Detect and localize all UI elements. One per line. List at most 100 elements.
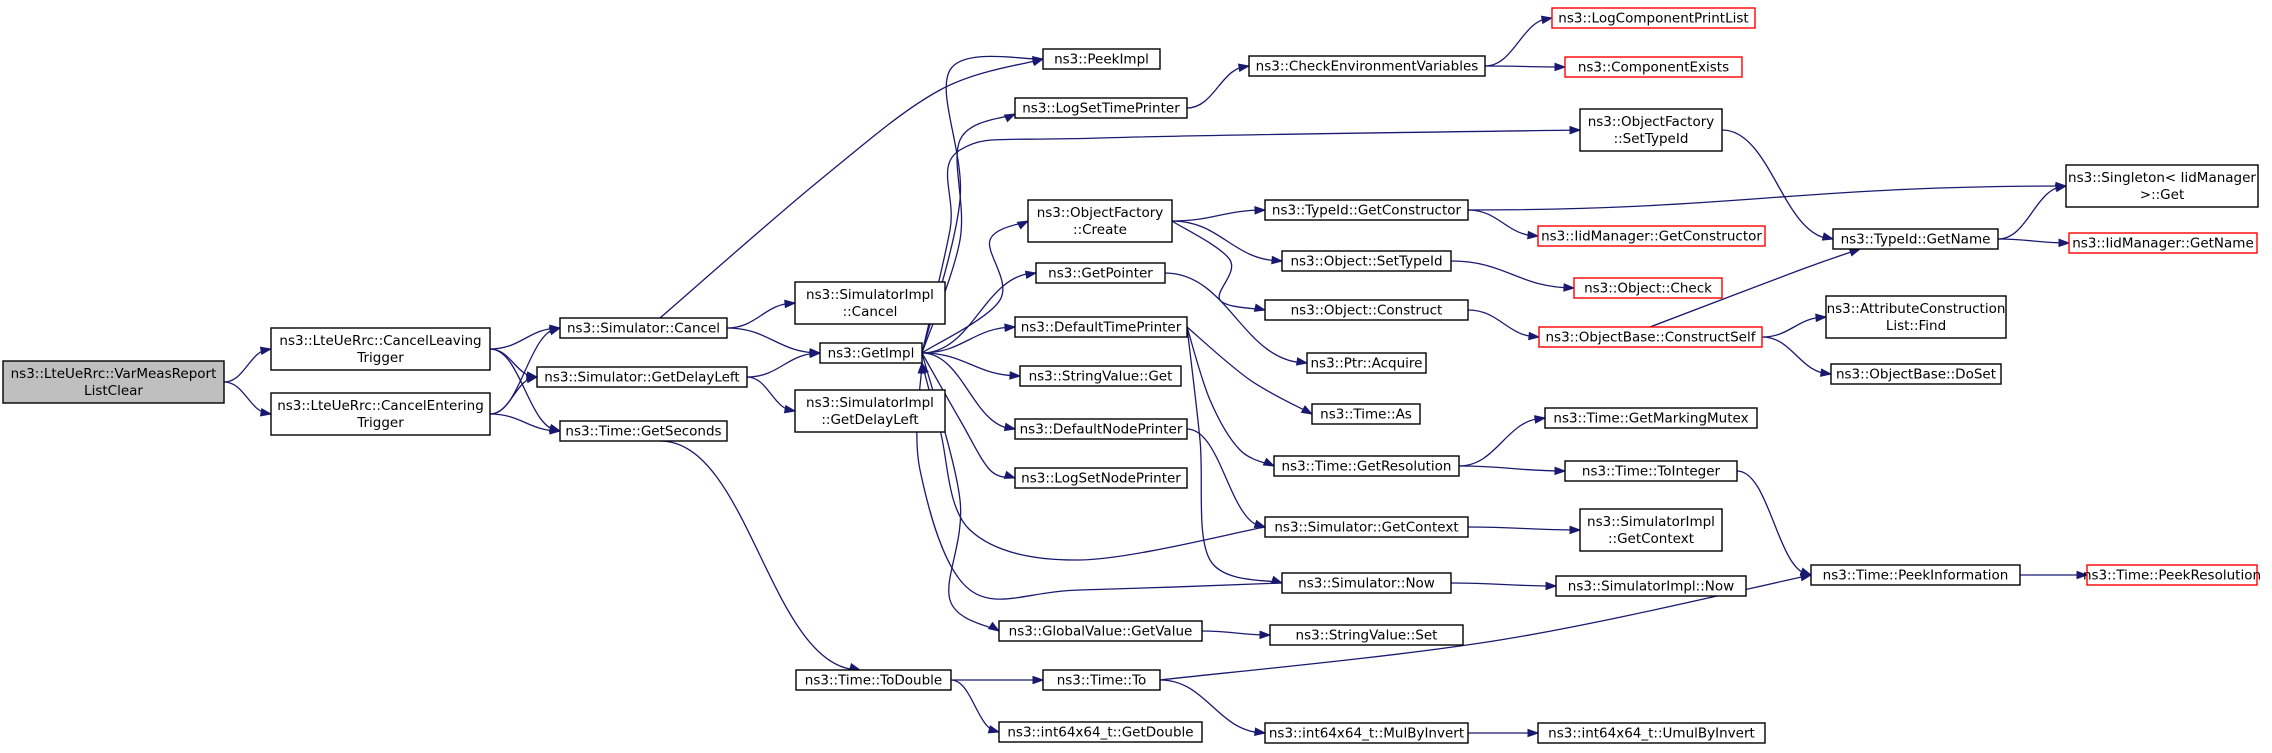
node-label-line: ns3::Time::PeekInformation xyxy=(1823,568,2009,584)
edge-line xyxy=(1467,309,1540,338)
node-stringValueSet[interactable]: ns3::StringValue::Set xyxy=(1269,624,1464,646)
edge-line xyxy=(1458,417,1546,467)
edge-arrowhead xyxy=(1799,572,1813,582)
edge-ofCreate-to-typeIdGetConstructor xyxy=(1171,206,1267,222)
node-label-line: >::Get xyxy=(2140,187,2184,203)
node-simGetContext[interactable]: ns3::Simulator::GetContext xyxy=(1264,516,1469,538)
node-simCancel[interactable]: ns3::Simulator::Cancel xyxy=(559,317,728,339)
node-simImplGetDelayLeft[interactable]: ns3::SimulatorImpl::GetDelayLeft xyxy=(794,389,946,433)
node-simImplCancel[interactable]: ns3::SimulatorImpl::Cancel xyxy=(794,281,946,325)
edge-arrowhead xyxy=(1563,283,1576,292)
node-objectBaseConstructSelf[interactable]: ns3::ObjectBase::ConstructSelf xyxy=(1538,326,1763,348)
node-simNow[interactable]: ns3::Simulator::Now xyxy=(1281,572,1452,594)
edge-getImpl-to-stringValueGet xyxy=(921,352,1022,380)
node-peekImpl[interactable]: ns3::PeekImpl xyxy=(1042,48,1161,70)
node-timeAs[interactable]: ns3::Time::As xyxy=(1311,403,1421,425)
edge-arrowhead xyxy=(548,326,562,336)
node-logSetTimePrinter[interactable]: ns3::LogSetTimePrinter xyxy=(1014,97,1188,119)
edge-arrowhead xyxy=(2058,238,2071,248)
edge-line xyxy=(223,381,272,415)
node-simImplNow[interactable]: ns3::SimulatorImpl::Now xyxy=(1555,575,1747,597)
edge-arrowhead xyxy=(1821,232,1835,241)
node-label-line: ns3::int64x64_t::UmulByInvert xyxy=(1548,726,1755,742)
node-simGetDelayLeft[interactable]: ns3::Simulator::GetDelayLeft xyxy=(536,366,748,388)
node-componentExists[interactable]: ns3::ComponentExists xyxy=(1564,56,1743,78)
node-timeGetMarkingMutex[interactable]: ns3::Time::GetMarkingMutex xyxy=(1544,407,1758,429)
node-typeIdGetName[interactable]: ns3::TypeId::GetName xyxy=(1832,228,1999,250)
node-ofSetTypeId[interactable]: ns3::ObjectFactory::SetTypeId xyxy=(1579,108,1723,152)
node-int64UmulByInvert[interactable]: ns3::int64x64_t::UmulByInvert xyxy=(1537,722,1766,744)
node-label-line: ns3::Time::ToDouble xyxy=(805,673,942,689)
node-label-line: ns3::LteUeRrc::VarMeasReport xyxy=(11,366,217,382)
edge-arrowhead xyxy=(259,407,273,417)
node-int64MulByInvert[interactable]: ns3::int64x64_t::MulByInvert xyxy=(1264,722,1469,744)
node-objectBaseDoSet[interactable]: ns3::ObjectBase::DoSet xyxy=(1830,363,2002,385)
edge-line xyxy=(489,376,538,415)
edge-arrowhead xyxy=(1540,15,1554,25)
edge-arrowhead xyxy=(1003,422,1017,432)
node-globalValueGetValue[interactable]: ns3::GlobalValue::GetValue xyxy=(998,620,1203,642)
edge-typeIdGetConstructor-to-singletonGet xyxy=(1467,181,2068,211)
node-ofCreate[interactable]: ns3::ObjectFactory::Create xyxy=(1027,199,1173,243)
node-label-line: ns3::CheckEnvironmentVariables xyxy=(1256,59,1479,75)
node-objectSetTypeId[interactable]: ns3::Object::SetTypeId xyxy=(1281,250,1452,272)
node-timeGetSeconds[interactable]: ns3::Time::GetSeconds xyxy=(559,420,728,442)
node-timeGetResolution[interactable]: ns3::Time::GetResolution xyxy=(1273,455,1460,477)
edge-line xyxy=(746,376,796,412)
edge-arrowhead xyxy=(1534,415,1547,424)
node-iidGetName[interactable]: ns3::IidManager::GetName xyxy=(2068,232,2258,254)
edge-arrowhead xyxy=(1253,303,1267,312)
node-label-line: ns3::Time::To xyxy=(1057,673,1147,689)
edge-simGetContext-to-getImpl xyxy=(920,361,1266,561)
node-typeIdGetConstructor[interactable]: ns3::TypeId::GetConstructor xyxy=(1264,199,1469,221)
edge-line xyxy=(921,129,1581,354)
edge-defaultTimePrinter-to-simNow xyxy=(1186,326,1284,584)
node-timePeekInformation[interactable]: ns3::Time::PeekInformation xyxy=(1810,564,2021,586)
node-logComponentPrintList[interactable]: ns3::LogComponentPrintList xyxy=(1551,7,1756,29)
node-stringValueGet[interactable]: ns3::StringValue::Get xyxy=(1019,365,1182,387)
edge-arrowhead xyxy=(987,621,1001,632)
edge-arrowhead xyxy=(1820,368,1833,377)
node-checkEnv[interactable]: ns3::CheckEnvironmentVariables xyxy=(1248,55,1486,77)
node-iidGetConstructor[interactable]: ns3::IidManager::GetConstructor xyxy=(1537,225,1766,247)
node-simImplGetContext[interactable]: ns3::SimulatorImpl::GetContext xyxy=(1579,508,1723,552)
edge-arrowhead xyxy=(1527,728,1540,738)
node-defaultNodePrinter[interactable]: ns3::DefaultNodePrinter xyxy=(1014,418,1188,440)
edge-line xyxy=(1171,220,1266,311)
node-label-line: ns3::ObjectBase::ConstructSelf xyxy=(1546,330,1757,346)
node-objectConstruct[interactable]: ns3::Object::Construct xyxy=(1264,299,1469,321)
node-singletonGet[interactable]: ns3::Singleton< IidManager>::Get xyxy=(2065,164,2259,208)
node-label-line: ns3::int64x64_t::MulByInvert xyxy=(1269,726,1464,742)
node-timePeekResolution[interactable]: ns3::Time::PeekResolution xyxy=(2083,564,2261,586)
edge-arrowhead xyxy=(1237,63,1251,73)
node-timeToDouble[interactable]: ns3::Time::ToDouble xyxy=(795,669,952,691)
edge-typeIdGetName-to-singletonGet xyxy=(1997,183,2068,240)
node-box xyxy=(1035,262,1166,284)
edge-line xyxy=(746,352,821,378)
node-int64GetDouble[interactable]: ns3::int64x64_t::GetDouble xyxy=(998,721,1203,743)
node-label-line: ns3::TypeId::GetName xyxy=(1841,232,1991,248)
edge-line xyxy=(1997,238,2070,244)
edge-cancelEntering-to-timeGetSeconds xyxy=(489,413,562,435)
edge-cancelLeaving-to-simGetDelayLeft xyxy=(489,348,539,380)
node-objectCheck[interactable]: ns3::Object::Check xyxy=(1573,277,1723,299)
node-defaultTimePrinter[interactable]: ns3::DefaultTimePrinter xyxy=(1014,316,1188,338)
node-logSetNodePrinter[interactable]: ns3::LogSetNodePrinter xyxy=(1014,467,1188,489)
node-timeTo[interactable]: ns3::Time::To xyxy=(1042,669,1161,691)
node-ptrAcquire[interactable]: ns3::Ptr::Acquire xyxy=(1306,352,1427,374)
node-box xyxy=(2086,564,2258,586)
node-getPointer[interactable]: ns3::GetPointer xyxy=(1035,262,1166,284)
node-getImpl[interactable]: ns3::GetImpl xyxy=(819,342,923,364)
node-box xyxy=(1810,564,2021,586)
node-label-line: Trigger xyxy=(356,415,404,431)
node-label-line: ns3::LogComponentPrintList xyxy=(1558,11,1748,27)
edge-timeGetResolution-to-timeToInteger xyxy=(1458,465,1567,476)
node-label-line: ns3::Simulator::Now xyxy=(1298,576,1435,592)
edge-timeTo-to-int64MulByInvert xyxy=(1159,679,1267,736)
node-timeToInteger[interactable]: ns3::Time::ToInteger xyxy=(1564,460,1738,482)
edge-line xyxy=(1649,248,1861,328)
